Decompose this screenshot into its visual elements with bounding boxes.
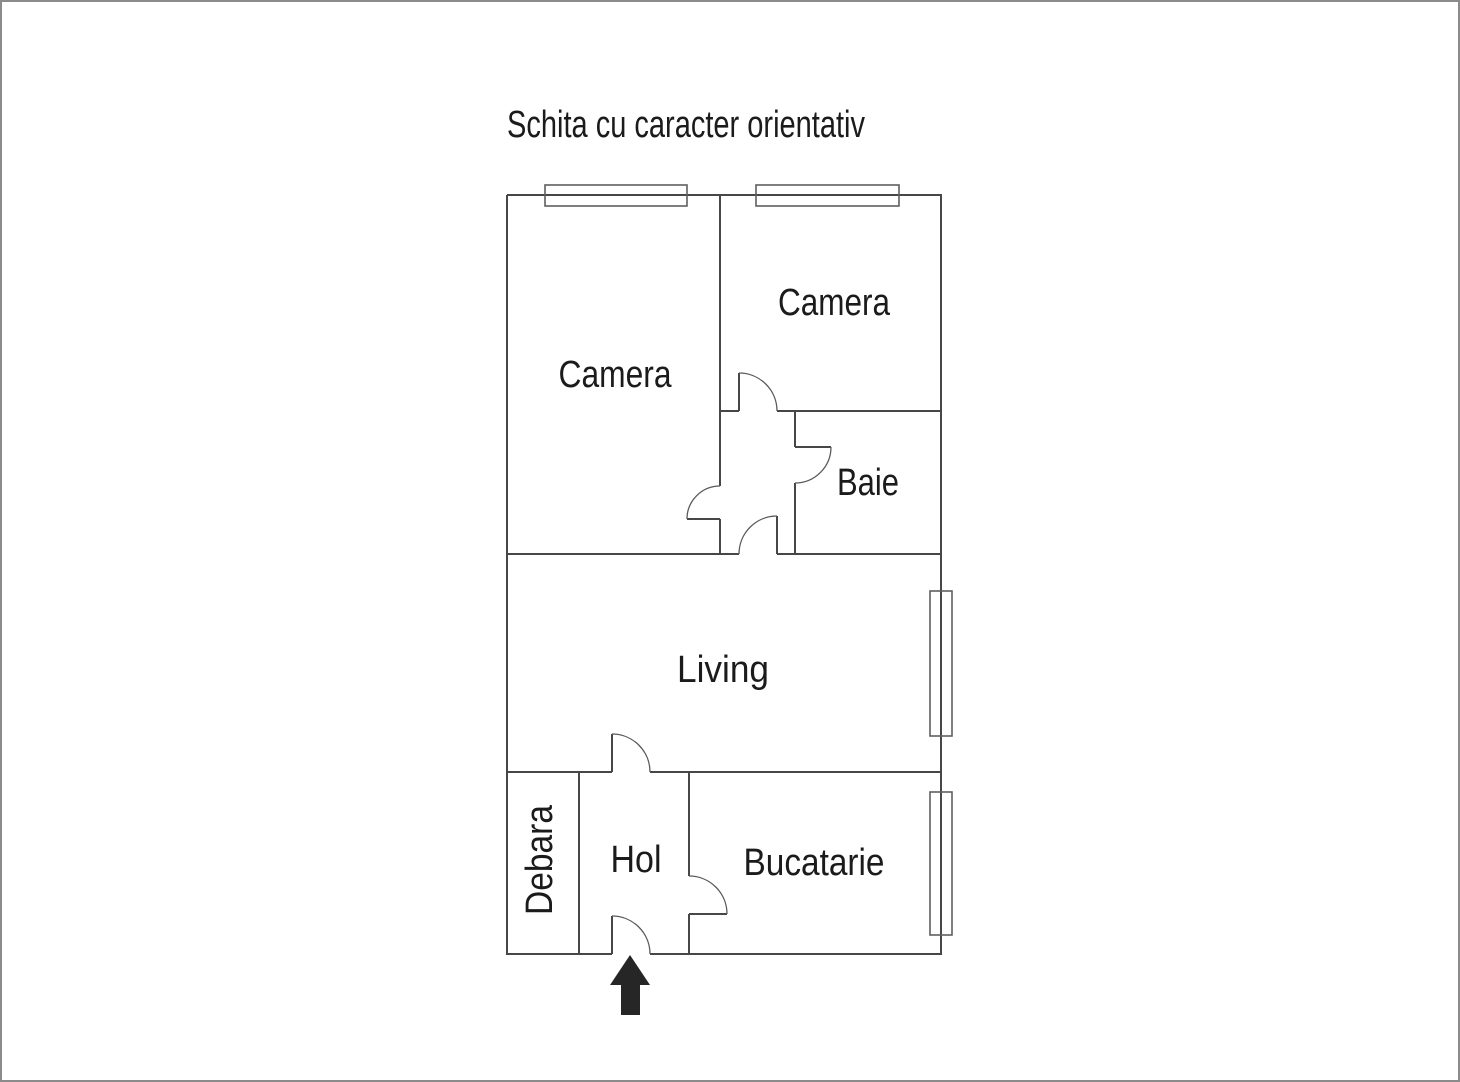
room-label-camera-1: Camera: [559, 354, 673, 396]
door-swing-arcs: [611, 372, 832, 955]
window-camera-1-icon: [544, 184, 688, 207]
entrance-arrow-icon: [610, 955, 650, 1015]
door-leaves: [611, 373, 831, 954]
room-label-hol: Hol: [611, 839, 662, 881]
window-camera-2-icon: [755, 184, 900, 207]
exterior-walls: [506, 194, 942, 955]
room-label-living: Living: [677, 649, 769, 691]
room-label-debara: Debara: [519, 804, 561, 915]
interior-walls: [507, 195, 941, 954]
window-living-icon: [929, 590, 953, 737]
plan-title: Schita cu caracter orientativ: [507, 104, 865, 146]
window-bucatarie-icon: [929, 791, 953, 936]
room-label-bucatarie: Bucatarie: [744, 842, 885, 884]
room-label-baie: Baie: [837, 462, 899, 504]
room-label-camera-2: Camera: [778, 282, 891, 324]
